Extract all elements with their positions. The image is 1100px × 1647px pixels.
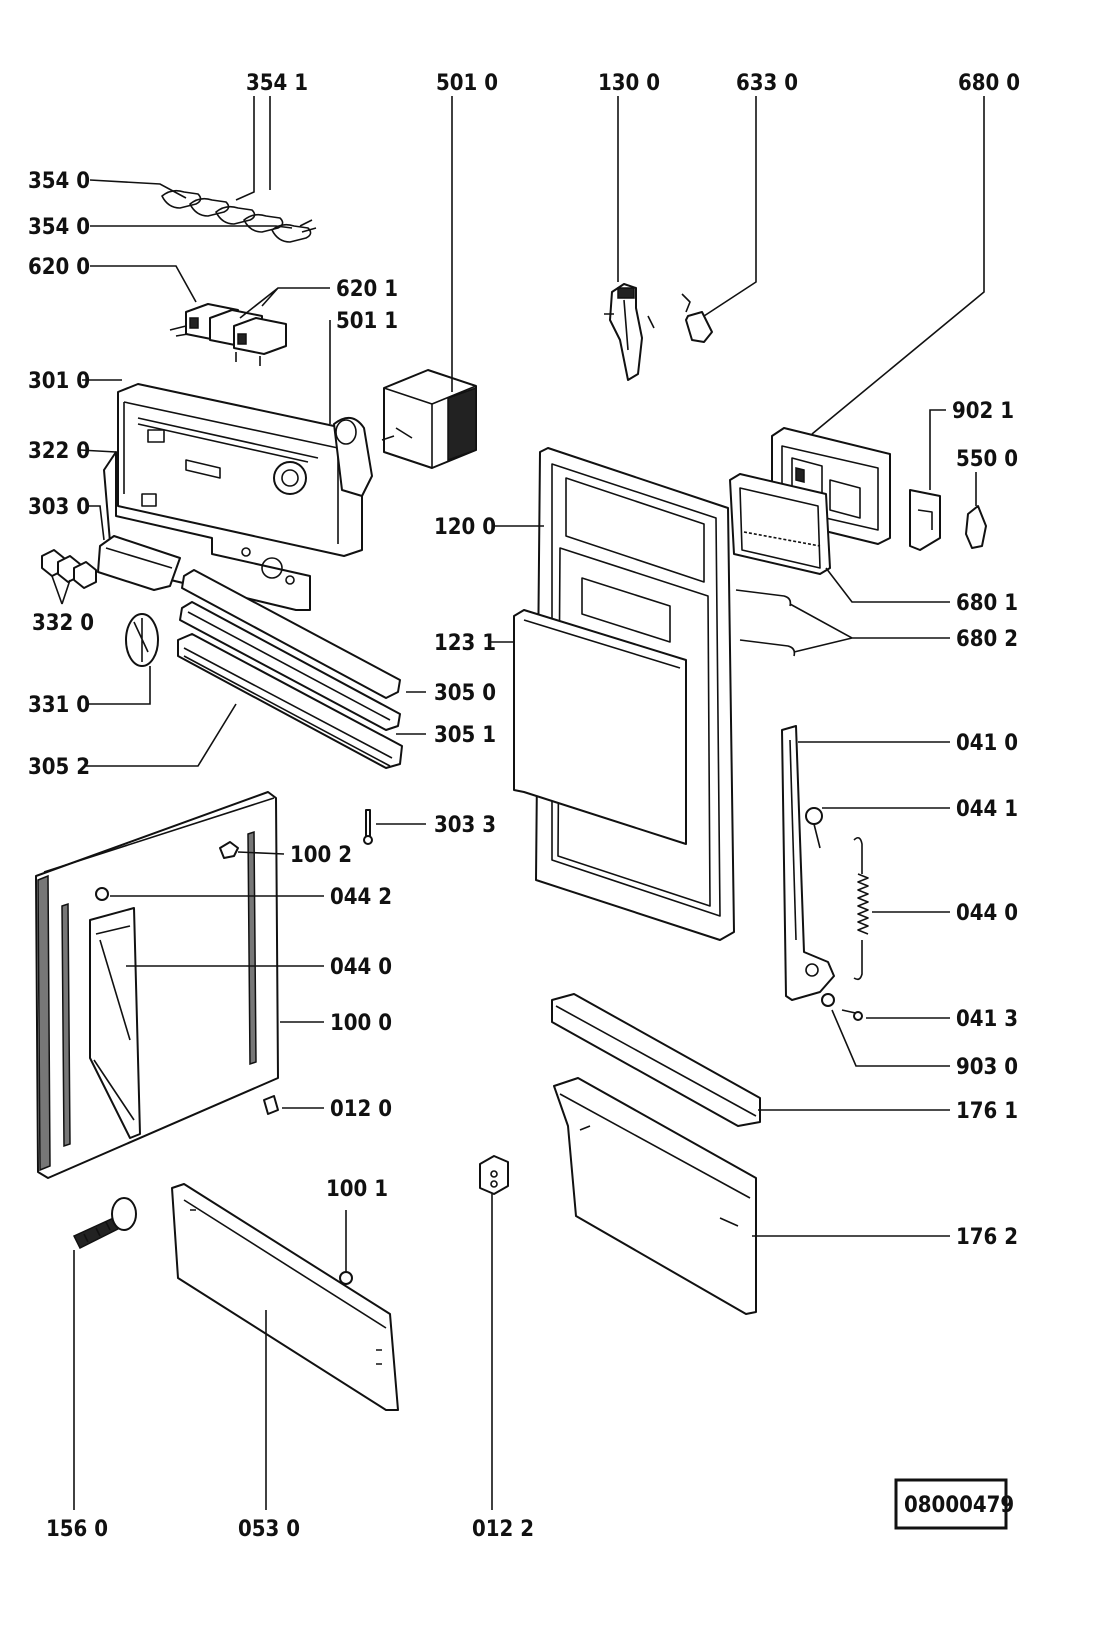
pin-part — [363, 809, 373, 845]
small-valve-part — [965, 505, 987, 549]
top-trim-part — [551, 993, 761, 1127]
program-knob-part — [125, 613, 159, 667]
label-331-0: 331 0 — [28, 693, 90, 718]
label-680-0: 680 0 — [958, 71, 1020, 96]
label-903-0: 903 0 — [956, 1055, 1018, 1080]
small-bracket-part — [263, 1095, 279, 1115]
label-550-0: 550 0 — [956, 447, 1018, 472]
label-100-2: 100 2 — [290, 843, 352, 868]
timer-knob-part — [333, 417, 373, 497]
label-041-0: 041 0 — [956, 731, 1018, 756]
label-680-1: 680 1 — [956, 591, 1018, 616]
label-303-0: 303 0 — [28, 495, 90, 520]
push-buttons-part — [41, 549, 97, 589]
label-680-2: 680 2 — [956, 627, 1018, 652]
label-100-1: 100 1 — [326, 1177, 388, 1202]
label-354-0-b: 354 0 — [28, 215, 90, 240]
label-044-1: 044 1 — [956, 797, 1018, 822]
label-012-2: 012 2 — [472, 1517, 534, 1542]
label-902-1: 902 1 — [952, 399, 1014, 424]
dispenser-gasket-part — [729, 473, 831, 575]
label-130-0: 130 0 — [598, 71, 660, 96]
document-number: 08000479 — [904, 1493, 1014, 1518]
label-120-0: 120 0 — [434, 515, 496, 540]
clip-part — [219, 841, 239, 859]
label-053-0: 053 0 — [238, 1517, 300, 1542]
hinge-arm-part — [781, 725, 835, 1001]
label-176-2: 176 2 — [956, 1225, 1018, 1250]
control-panel-fascia-part — [117, 383, 363, 557]
outer-door-panel-part — [35, 791, 279, 1179]
plug-part — [339, 1271, 353, 1285]
label-303-3: 303 3 — [434, 813, 496, 838]
label-501-1: 501 1 — [336, 309, 398, 334]
door-handle-part — [97, 535, 181, 591]
door-lock-handle-part — [604, 283, 655, 381]
timer-unit-part — [381, 369, 477, 469]
label-620-0: 620 0 — [28, 255, 90, 280]
label-322-0: 322 0 — [28, 439, 90, 464]
label-123-1: 123 1 — [434, 631, 496, 656]
label-044-0-left: 044 0 — [330, 955, 392, 980]
lower-panel-part — [553, 1077, 757, 1315]
label-501-0: 501 0 — [436, 71, 498, 96]
label-305-2: 305 2 — [28, 755, 90, 780]
label-100-0: 100 0 — [330, 1011, 392, 1036]
dispenser-rods-part — [735, 589, 796, 657]
document-number-box: 08000479 — [894, 1478, 1014, 1530]
part-labels: 354 1 501 0 130 0 633 0 680 0 354 0 354 … — [28, 71, 1020, 1542]
screw-washer-part — [821, 993, 863, 1021]
label-305-1: 305 1 — [434, 723, 496, 748]
label-301-0: 301 0 — [28, 369, 90, 394]
door-cover-panel-part — [513, 609, 687, 845]
hose-clamp-part — [72, 1197, 137, 1250]
screw-part — [95, 887, 109, 901]
label-354-1: 354 1 — [246, 71, 308, 96]
label-633-0: 633 0 — [736, 71, 798, 96]
label-332-0: 332 0 — [32, 611, 94, 636]
microswitch-part — [681, 293, 713, 343]
spring-part-right — [853, 836, 869, 981]
kick-plate-part — [171, 1183, 399, 1411]
label-044-2: 044 2 — [330, 885, 392, 910]
label-354-0-a: 354 0 — [28, 169, 90, 194]
leader-lines — [51, 96, 985, 1510]
bracket-part — [909, 489, 941, 551]
hinge-bracket-part — [479, 1155, 509, 1195]
label-305-0: 305 0 — [434, 681, 496, 706]
switch-block-part — [169, 303, 287, 366]
wire-connectors-part — [161, 189, 317, 243]
label-176-1: 176 1 — [956, 1099, 1018, 1124]
label-012-0: 012 0 — [330, 1097, 392, 1122]
label-156-0: 156 0 — [46, 1517, 108, 1542]
label-041-3: 041 3 — [956, 1007, 1018, 1032]
roller-part — [805, 807, 823, 849]
label-620-1: 620 1 — [336, 277, 398, 302]
trim-strips-part — [177, 569, 403, 769]
label-044-0-right: 044 0 — [956, 901, 1018, 926]
